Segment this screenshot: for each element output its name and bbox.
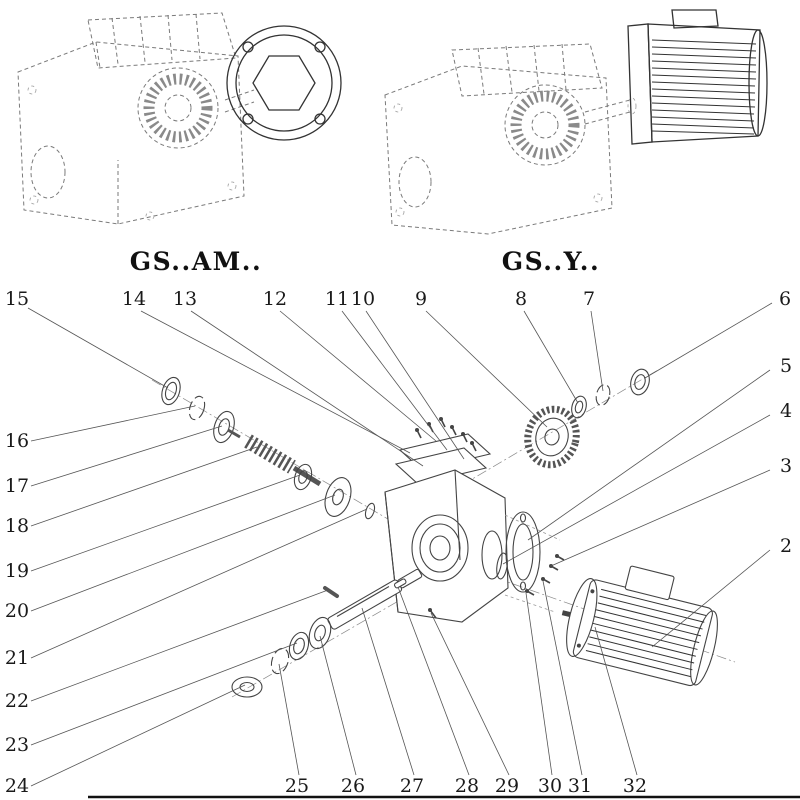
part-gear-housing [384, 469, 509, 623]
callout-number: 28 [455, 775, 479, 797]
callout-number: 18 [5, 515, 29, 537]
callout-number: 31 [568, 775, 592, 797]
part-bearing-input [213, 410, 235, 444]
callout-number: 6 [779, 288, 791, 310]
callout-number: 21 [5, 647, 29, 669]
cover-bolts [415, 417, 477, 452]
part-worm-shaft [227, 428, 322, 487]
callout-number: 5 [780, 355, 792, 377]
part-pin [323, 586, 339, 598]
part-retaining-ring-gear [595, 384, 611, 406]
callout-number: 25 [285, 775, 309, 797]
callout-number: 30 [538, 775, 562, 797]
callout-number: 32 [623, 775, 647, 797]
assembly-motor [627, 9, 768, 145]
variant-label-left: GS..AM.. [130, 247, 262, 276]
callout-number: 22 [5, 690, 29, 712]
part-cover-gasket [394, 447, 488, 485]
callout-number: 11 [325, 288, 349, 310]
callout-number: 9 [415, 288, 427, 310]
callout-number: 14 [122, 288, 146, 310]
part-shaft-key [393, 578, 407, 589]
callout-number: 3 [780, 455, 792, 477]
gear-axis-centerline [461, 369, 659, 486]
part-oil-seal-gear [630, 368, 650, 396]
callout-number: 17 [5, 475, 29, 497]
part-worm-wheel-disc [324, 477, 352, 517]
leader-lines [27, 302, 773, 787]
part-retaining-ring-output [270, 647, 290, 675]
callout-number: 10 [351, 288, 375, 310]
callout-number: 13 [173, 288, 197, 310]
motor-fins [651, 39, 757, 135]
part-retaining-ring-input [188, 395, 206, 421]
part-helical-gear [524, 405, 580, 469]
callout-number: 23 [5, 734, 29, 756]
part-washer-gear [571, 395, 587, 419]
callout-number: 29 [495, 775, 519, 797]
callout-number: 2 [780, 535, 792, 557]
callout-number: 26 [341, 775, 365, 797]
flange-bolts [525, 554, 565, 596]
part-o-ring-small [364, 502, 376, 520]
callout-number: 27 [400, 775, 424, 797]
callout-number: 8 [515, 288, 527, 310]
part-oil-seal-input [161, 376, 181, 406]
part-o-ring-flange [496, 552, 508, 580]
callout-number: 15 [5, 288, 29, 310]
callout-number: 24 [5, 775, 29, 797]
callout-number: 12 [263, 288, 287, 310]
callout-number: 7 [583, 288, 595, 310]
part-bearing-worm [293, 463, 313, 491]
part-shaft-bolt [428, 608, 437, 619]
callout-number: 20 [5, 600, 29, 622]
assembly-view-gsam [17, 12, 255, 225]
part-output-flange [505, 511, 541, 593]
callout-number: 19 [5, 560, 29, 582]
part-bearing-output [308, 616, 332, 650]
part-end-washer [231, 676, 263, 698]
callout-numbers: 15 14 13 12 11 10 9 8 7 6 5 4 3 2 16 17 … [5, 288, 792, 797]
assembly-flange [226, 25, 342, 141]
part-motor [561, 565, 718, 687]
assembly-view-gsy [384, 43, 637, 235]
variant-label-right: GS..Y.. [502, 247, 600, 276]
exploded-view [151, 368, 736, 698]
callout-number: 4 [780, 400, 792, 422]
callout-number: 16 [5, 430, 29, 452]
